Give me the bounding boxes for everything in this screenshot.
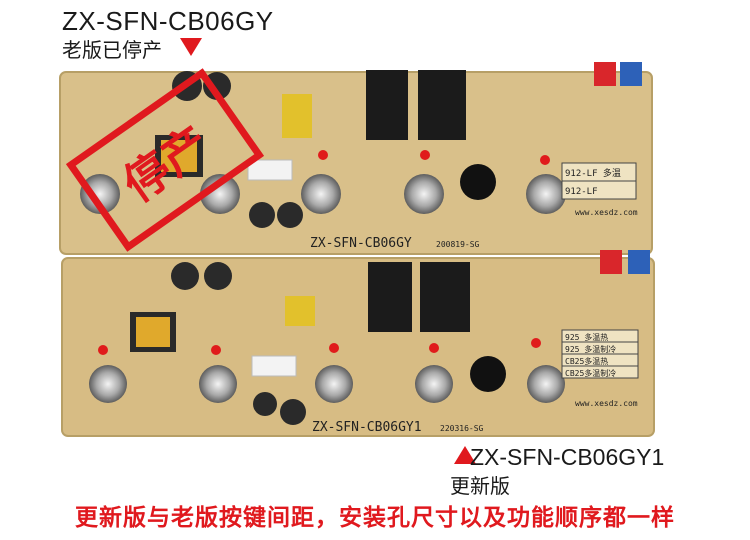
new-silk-date: 220316-SG: [440, 424, 484, 433]
old-table-row-1: 912-LF 多温: [565, 167, 621, 179]
relay-1: [366, 70, 408, 140]
new-status-label: 更新版: [450, 474, 510, 498]
new-board: 925 多温热 925 多温制冷 CB25多温热 CB25多温制冷 www.xe…: [61, 250, 655, 437]
new-model-label: ZX-SFN-CB06GY1: [470, 444, 665, 470]
old-table-row-2: 912-LF: [565, 187, 598, 197]
arrow-up-icon: [454, 446, 476, 464]
old-board: 912-LF 多温 912-LF www.xesdz.com ZX-SFN-CB…: [59, 62, 653, 255]
old-silk-date: 200819-SG: [436, 240, 480, 249]
old-site: www.xesdz.com: [575, 208, 638, 217]
relay-2: [418, 70, 466, 140]
new-table-row-4: CB25多温制冷: [565, 368, 616, 378]
arrow-down-icon: [180, 38, 202, 56]
new-table-row-1: 925 多温热: [565, 332, 608, 342]
new-table-row-3: CB25多温热: [565, 356, 608, 366]
new-site: www.xesdz.com: [575, 399, 638, 408]
old-status-label: 老版已停产: [62, 38, 162, 62]
comparison-caption: 更新版与老版按键间距，安装孔尺寸以及功能顺序都一样: [75, 505, 675, 531]
old-model-label: ZX-SFN-CB06GY: [62, 6, 274, 36]
new-table-row-2: 925 多温制冷: [565, 344, 616, 354]
new-silk-model: ZX-SFN-CB06GY1: [312, 420, 422, 435]
old-silk-model: ZX-SFN-CB06GY: [310, 236, 412, 251]
